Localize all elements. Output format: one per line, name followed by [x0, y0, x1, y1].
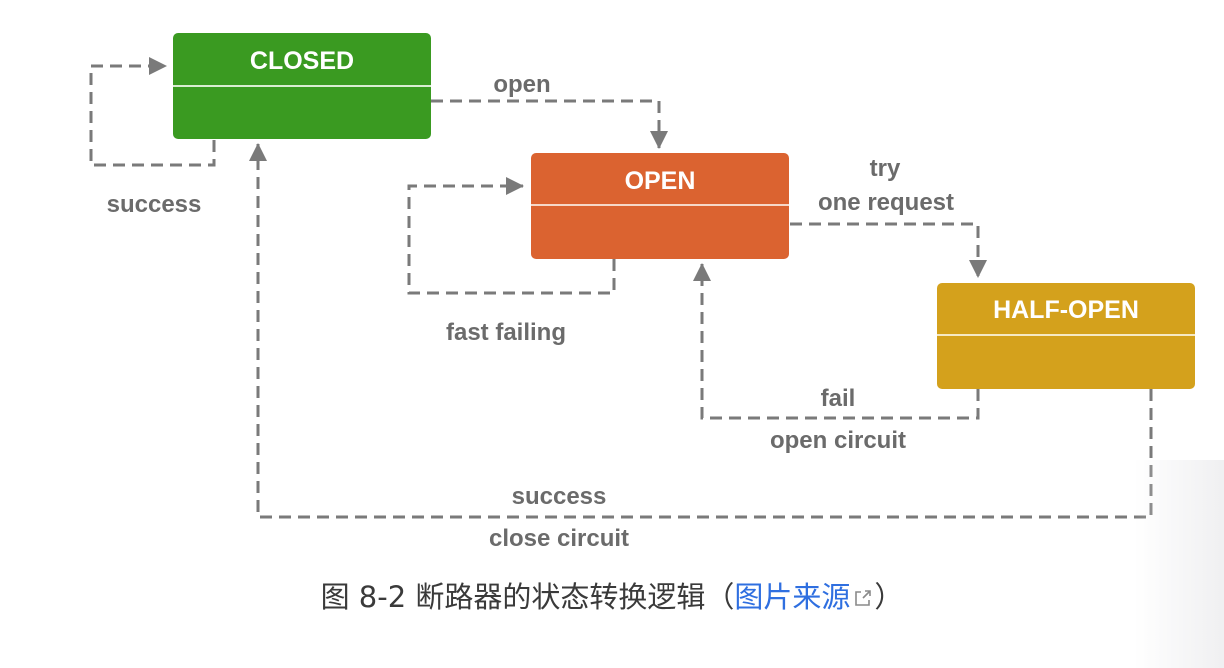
open-self-loop-edge: [407, 177, 616, 295]
caption-suffix: ）: [874, 580, 904, 614]
half-open-to-closed-label-line1: success: [512, 483, 607, 510]
open-to-half-open-edge: [790, 222, 987, 278]
figure-caption: 图 8-2 断路器的状态转换逻辑（图片来源 ）: [0, 574, 1224, 616]
closed-to-open-label: open: [493, 71, 550, 98]
half-open-to-open-label-line1: fail: [821, 385, 856, 412]
state-half-open-title: HALF-OPEN: [993, 296, 1139, 324]
state-closed: CLOSED: [173, 33, 431, 139]
half-open-to-closed-edge: [249, 143, 1153, 519]
image-source-link-text: 图片来源: [734, 580, 851, 614]
state-closed-title: CLOSED: [250, 47, 354, 75]
closed-self-loop-edge: [89, 57, 216, 167]
state-open-title: OPEN: [625, 167, 696, 195]
state-half-open: HALF-OPEN: [937, 283, 1195, 389]
half-open-to-open-label-line2: open circuit: [770, 427, 906, 454]
half-open-to-open-edge: [693, 263, 980, 420]
external-link-icon: [852, 582, 874, 616]
half-open-to-closed-label-line2: close circuit: [489, 525, 629, 552]
image-source-link[interactable]: 图片来源: [734, 580, 874, 614]
open-to-half-open-label-line1: try: [870, 155, 901, 182]
closed-self-loop-label: success: [107, 191, 202, 218]
caption-prefix: 图 8-2 断路器的状态转换逻辑（: [320, 580, 735, 614]
state-open: OPEN: [531, 153, 789, 259]
open-self-loop-label: fast failing: [446, 319, 566, 346]
open-to-half-open-label-line2: one request: [818, 189, 954, 216]
closed-to-open-edge: [431, 99, 668, 149]
